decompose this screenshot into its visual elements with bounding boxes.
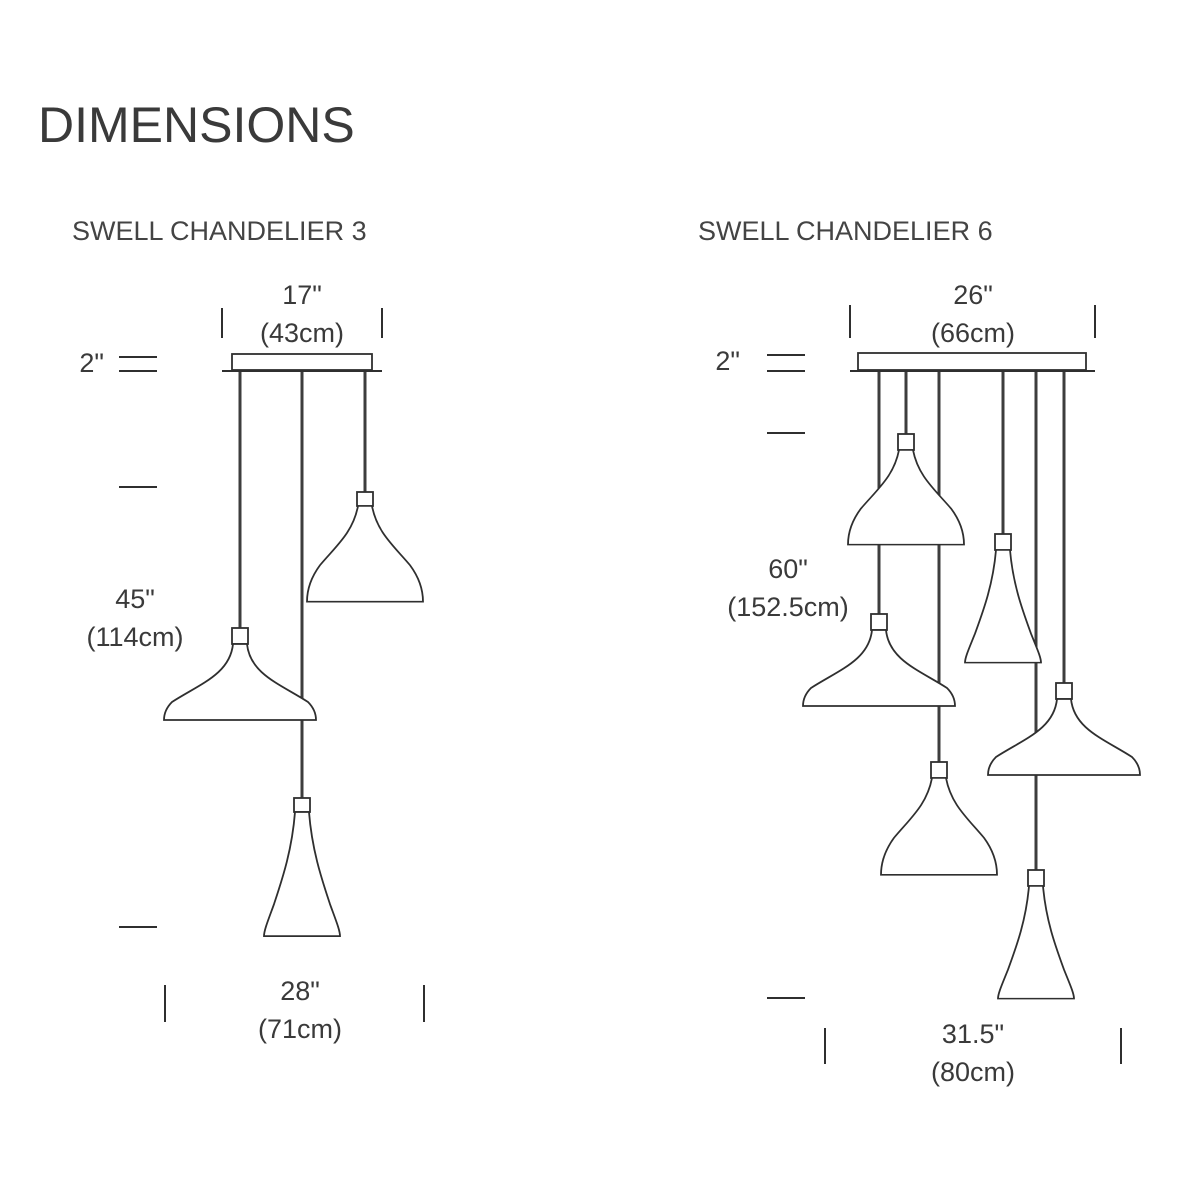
- pendant-shade: [306, 491, 424, 603]
- drop-height-metric: (152.5cm): [727, 592, 849, 622]
- pendant-shade: [997, 869, 1075, 1000]
- pendant-shade: [880, 761, 998, 876]
- pendant-shade: [263, 797, 341, 938]
- chandelier-3-drawing: [119, 308, 425, 1022]
- page-title: DIMENSIONS: [38, 97, 355, 153]
- drop-height-imperial: 60": [768, 554, 808, 584]
- overall-width-metric: (71cm): [257, 1014, 342, 1044]
- pendant-shade: [964, 533, 1042, 664]
- pendant-shade: [802, 613, 956, 707]
- canopy-height-label: 2": [79, 348, 104, 378]
- overall-width-label: 28" (71cm): [230, 972, 370, 1048]
- canopy-width-imperial: 17": [282, 280, 322, 310]
- chandelier-6-drawing: [767, 305, 1141, 1064]
- pendant-shade: [163, 627, 317, 721]
- canopy-width-imperial: 26": [953, 280, 993, 310]
- drop-height-imperial: 45": [115, 584, 155, 614]
- pendant-shade: [847, 433, 965, 546]
- canopy-width-label: 26" (66cm): [903, 276, 1043, 352]
- drop-height-metric: (114cm): [86, 622, 184, 652]
- canopy-width-metric: (43cm): [259, 318, 344, 348]
- overall-width-label: 31.5" (80cm): [903, 1015, 1043, 1091]
- canopy: [857, 352, 1087, 371]
- canopy-height-label: 2": [715, 346, 740, 376]
- canopy-width-metric: (66cm): [930, 318, 1015, 348]
- canopy-width-label: 17" (43cm): [232, 276, 372, 352]
- drop-height-label: 45" (114cm): [60, 580, 210, 656]
- overall-width-metric: (80cm): [930, 1057, 1015, 1087]
- drop-height-label: 60" (152.5cm): [708, 550, 868, 626]
- product-title-chandelier-3: SWELL CHANDELIER 3: [72, 216, 367, 246]
- overall-width-imperial: 31.5": [941, 1019, 1005, 1049]
- pendant-shade: [987, 682, 1141, 776]
- canopy: [231, 353, 373, 371]
- overall-width-imperial: 28": [280, 976, 320, 1006]
- product-title-chandelier-6: SWELL CHANDELIER 6: [698, 216, 993, 246]
